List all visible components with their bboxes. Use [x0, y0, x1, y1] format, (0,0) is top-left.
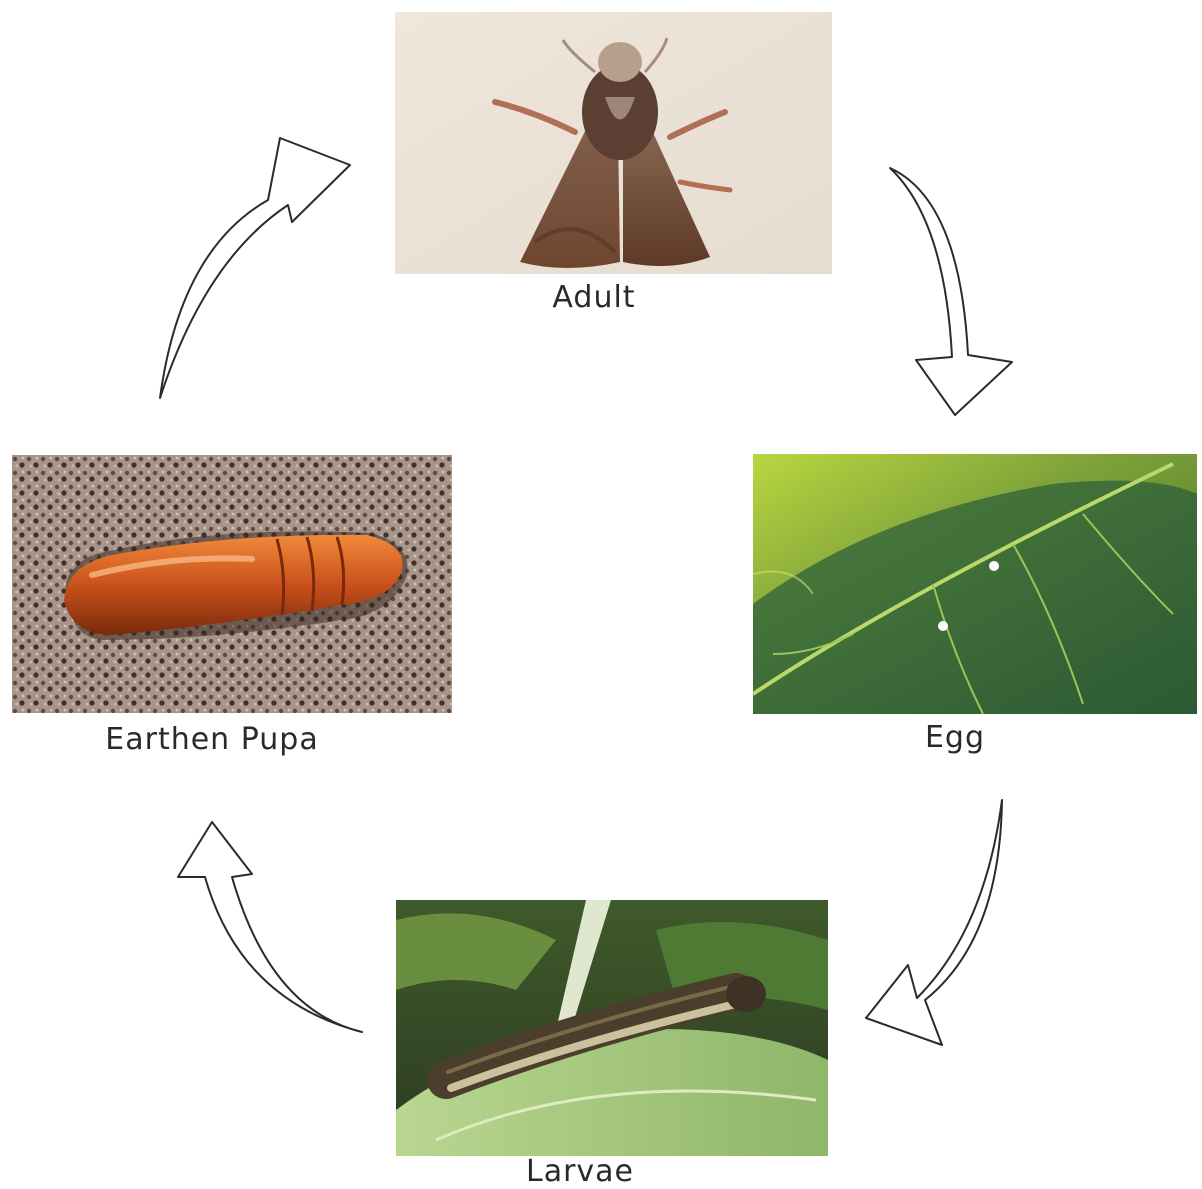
arrow-egg-to-larvae [866, 800, 1002, 1045]
arrow-larvae-to-pupa [178, 822, 362, 1032]
arrow-pupa-to-adult [160, 138, 350, 398]
arrow-adult-to-egg [890, 168, 1012, 415]
